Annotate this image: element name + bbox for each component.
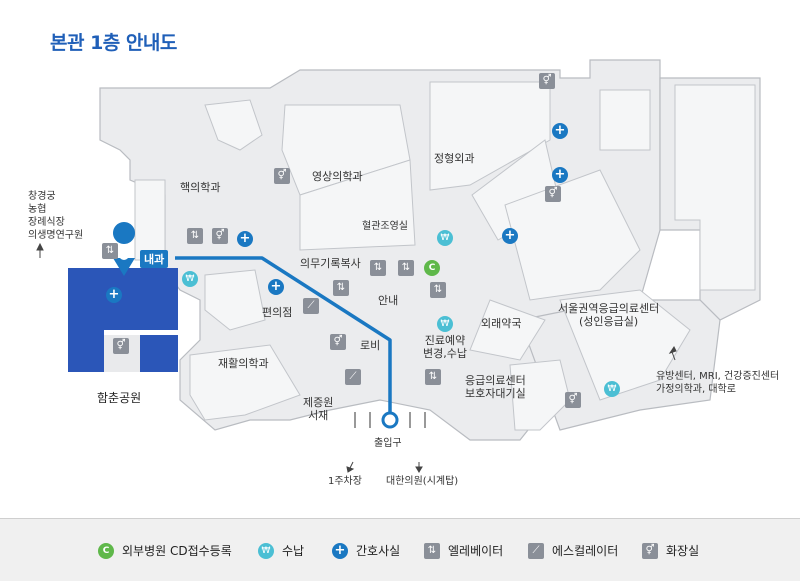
- restroom-icon: ⚥: [113, 338, 129, 354]
- interior-walls: [134, 81, 756, 431]
- plus-icon: +: [332, 542, 348, 559]
- restroom-icon: ⚥: [212, 228, 228, 244]
- nurse-station-icon: +: [237, 231, 253, 247]
- elevator-icon: ⇅: [398, 260, 414, 276]
- label-outpatient-pharmacy: 외래약국: [481, 317, 522, 330]
- nurse-station-icon: +: [268, 279, 284, 295]
- label-north-west: 창경궁 농협 장례식장 의생명연구원: [28, 191, 84, 241]
- won-icon: ₩: [604, 381, 620, 397]
- label-angiography: 혈관조영실: [362, 221, 408, 232]
- label-records-copy: 의무기록복사: [300, 257, 361, 270]
- legend-label: 수납: [282, 544, 305, 558]
- you-are-here-pin: [113, 222, 136, 276]
- legend-item-nurse: + 간호사실: [332, 542, 400, 559]
- restroom-icon: ⚥: [330, 334, 346, 350]
- restroom-icon: ⚥: [545, 186, 561, 202]
- nurse-station-icon: +: [552, 167, 568, 183]
- entrance-marker: [381, 411, 399, 429]
- label-emergency-center: 서울권역응급의료센터 (성인응급실): [558, 302, 660, 328]
- legend: C 외부병원 CD접수등록 ₩ 수납 + 간호사실 ⇅ 엘레베이터 ⟋ 에스컬레…: [0, 518, 800, 581]
- won-icon: ₩: [258, 542, 274, 559]
- restroom-icon: ⚥: [274, 168, 290, 184]
- label-park: 함춘공원: [97, 391, 142, 405]
- label-clock-tower: 대한의원(시계탑): [386, 476, 459, 487]
- route-line: [175, 256, 392, 420]
- legend-item-payment: ₩ 수납: [258, 542, 304, 559]
- legend-label: 간호사실: [356, 544, 401, 558]
- legend-item-cd: C 외부병원 CD접수등록: [98, 542, 232, 559]
- floor-map: [36, 59, 761, 473]
- you-are-here-label: 내과: [140, 250, 169, 268]
- elevator-icon: ⇅: [187, 228, 203, 244]
- won-icon: ₩: [437, 230, 453, 246]
- legend-item-escalator: ⟋ 에스컬레이터: [528, 542, 618, 559]
- legend-label: 외부병원 CD접수등록: [122, 544, 232, 558]
- label-convenience: 편의점: [262, 306, 293, 319]
- nurse-station-icon: +: [502, 228, 518, 244]
- legend-item-elevator: ⇅ 엘레베이터: [424, 542, 503, 559]
- label-rehab: 재활의학과: [218, 357, 269, 370]
- label-nuclear-medicine: 핵의학과: [180, 181, 221, 194]
- legend-label: 화장실: [666, 544, 700, 558]
- label-radiology: 영상의학과: [312, 170, 363, 183]
- label-entrance: 출입구: [374, 438, 402, 449]
- legend-label: 에스컬레이터: [552, 544, 619, 558]
- label-reservation: 진료예약 변경,수납: [423, 334, 467, 360]
- nurse-station-icon: +: [106, 287, 122, 303]
- label-lobby: 로비: [360, 339, 381, 352]
- legend-item-restroom: ⚥ 화장실: [642, 542, 699, 559]
- label-parking: 1주차장: [328, 476, 362, 487]
- label-info: 안내: [378, 294, 399, 307]
- elevator-icon: ⇅: [102, 243, 118, 259]
- escalator-icon: ⟋: [303, 298, 319, 314]
- label-north-east: 유방센터, MRI, 건강증진센터 가정의학과, 대학로: [656, 371, 780, 395]
- c-icon: C: [424, 260, 440, 276]
- restroom-icon: ⚥: [642, 542, 658, 559]
- won-icon: ₩: [437, 316, 453, 332]
- label-certificates: 제증원 서재: [303, 396, 334, 422]
- restroom-icon: ⚥: [539, 73, 555, 89]
- escalator-icon: ⟋: [345, 369, 361, 385]
- escalator-icon: ⟋: [528, 542, 544, 559]
- label-er-waiting: 응급의료센터 보호자대기실: [465, 374, 526, 400]
- restroom-icon: ⚥: [565, 392, 581, 408]
- elevator-icon: ⇅: [425, 369, 441, 385]
- elevator-icon: ⇅: [424, 542, 440, 559]
- legend-label: 엘레베이터: [448, 544, 504, 558]
- won-icon: ₩: [182, 271, 198, 287]
- nurse-station-icon: +: [552, 123, 568, 139]
- park-blocks: [68, 268, 178, 372]
- elevator-icon: ⇅: [430, 282, 446, 298]
- c-icon: C: [98, 542, 114, 559]
- page-title: 본관 1층 안내도: [50, 32, 177, 54]
- elevator-icon: ⇅: [333, 280, 349, 296]
- elevator-icon: ⇅: [370, 260, 386, 276]
- label-orthopedics: 정형외과: [434, 152, 475, 165]
